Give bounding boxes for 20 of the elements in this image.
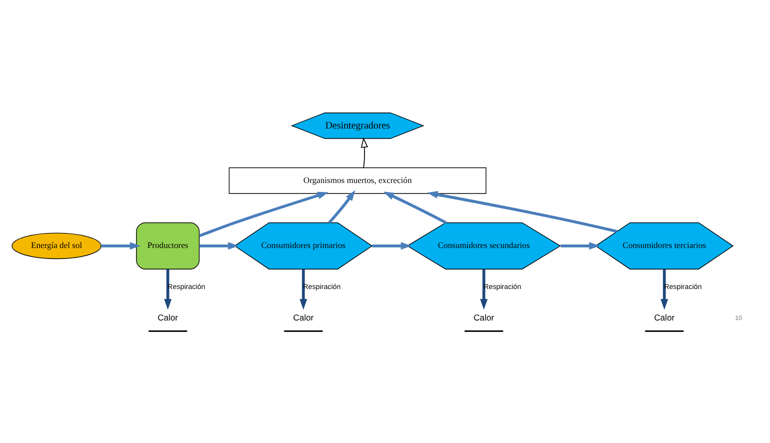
arrow [383,191,447,224]
arrow [101,242,141,250]
arrow [660,268,668,310]
arrow [328,190,356,224]
node-ellipse: Energía del sol [12,232,102,259]
arrow [427,190,618,232]
node-text: Calor [474,312,494,322]
node-text: Calor [158,312,178,322]
arrow [480,268,488,310]
node-box: Organismos muertos, excreción [228,166,486,194]
arrow [164,268,172,310]
arrow [300,268,308,310]
arrow [372,242,412,250]
node-box: Productores [136,222,200,269]
arrow [560,242,600,250]
node-text: Calor [654,312,675,322]
arrow [199,242,239,250]
arrow [199,191,328,237]
node-text: Calor [293,312,314,322]
arrow [360,136,368,168]
